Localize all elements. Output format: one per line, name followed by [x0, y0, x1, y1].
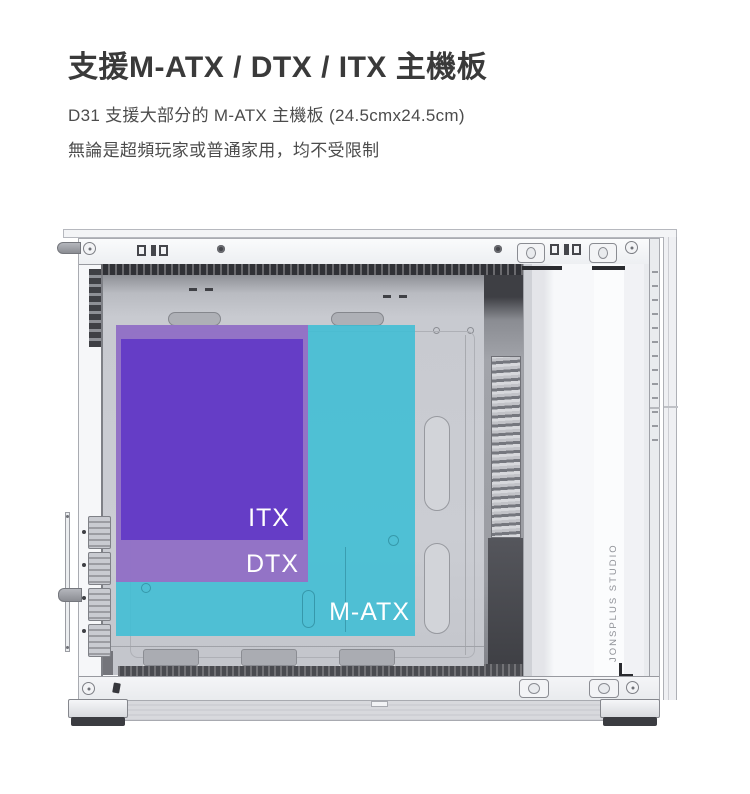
- foot-top: [68, 699, 128, 718]
- pci-slot-cover: [88, 624, 111, 657]
- case-foot: [600, 699, 660, 726]
- tray-slot-mark: [205, 288, 213, 291]
- mounting-tab-icon: [589, 679, 619, 698]
- thumbscrew-icon: [57, 242, 81, 254]
- hinge-column: [649, 239, 660, 699]
- corner-bracket-mark: [619, 663, 633, 677]
- screw-icon: [217, 245, 225, 253]
- brand-text: JONSPLUS STUDIO: [608, 543, 619, 662]
- foot-top: [600, 699, 660, 718]
- cable-cutout: [424, 543, 450, 634]
- screw-icon: [82, 530, 86, 534]
- tray-fold-line: [465, 335, 466, 655]
- tray-slot-mark: [189, 288, 197, 291]
- screw-hole-icon: [83, 242, 96, 255]
- thumbscrew-icon: [58, 588, 82, 602]
- psu-shroud-line: [103, 646, 484, 647]
- subtitle-line-1: D31 支援大部分的 M-ATX 主機板 (24.5cmx24.5cm): [68, 106, 465, 125]
- case-bottom-frame-bar: [79, 676, 659, 700]
- tray-hole-detail: [388, 535, 399, 546]
- top-vent-strip: [101, 264, 647, 275]
- case-top-frame-bar: [79, 239, 659, 265]
- rubber-stopper: [112, 682, 121, 694]
- bottom-vent-strip: [118, 666, 484, 677]
- vent-cutout-icon: [550, 244, 581, 255]
- standoff-hole-icon: [433, 327, 440, 334]
- shadow-segment: [522, 266, 562, 270]
- louver-vent: [491, 356, 521, 538]
- pci-slot-area: [82, 516, 112, 664]
- itx-size-overlay: ITX: [121, 339, 303, 540]
- panel-seam-line: [650, 407, 660, 409]
- case-foot: [68, 699, 128, 726]
- psu-shroud-slot: [143, 649, 199, 666]
- foot-pad: [603, 717, 657, 726]
- shadow-segment: [592, 266, 625, 270]
- side-vent-grill: [89, 269, 101, 347]
- screw-icon: [82, 629, 86, 633]
- gap-shadow: [488, 538, 523, 664]
- foot-pad: [71, 717, 125, 726]
- subtitle-line-2: 無論是超頻玩家或普通家用，均不受限制: [68, 141, 380, 160]
- hinge-pins: [652, 271, 658, 441]
- front-panel-column: JONSPLUS STUDIO: [522, 264, 651, 679]
- screw-icon: [82, 563, 86, 567]
- screw-hole-icon: [626, 681, 639, 694]
- dtx-label: DTX: [246, 550, 299, 578]
- page-title: 支援M-ATX / DTX / ITX 主機板: [68, 51, 488, 84]
- pci-slot-cover: [88, 588, 111, 621]
- bracket-rail: [65, 512, 70, 652]
- tray-slot-mark: [383, 295, 391, 298]
- case-top-lid: [63, 229, 677, 238]
- mounting-tab-icon: [517, 243, 545, 263]
- front-gap-column: [484, 275, 523, 679]
- tray-cutout-detail: [302, 590, 315, 628]
- case-right-outer-edge: [663, 237, 678, 700]
- screw-hole-icon: [625, 241, 638, 254]
- pc-case-illustration: JONSPLUS STUDIO: [57, 225, 693, 730]
- panel-seam-line: [668, 237, 669, 700]
- screw-icon: [82, 596, 86, 600]
- corner-shadow: [103, 651, 113, 675]
- psu-shroud-slot: [241, 649, 297, 666]
- cable-grommet: [168, 312, 221, 326]
- vent-cutout-icon: [137, 245, 168, 256]
- itx-label: ITX: [248, 504, 290, 532]
- base-notch: [371, 701, 388, 707]
- screw-icon: [494, 245, 502, 253]
- panel-seam-line: [664, 406, 678, 408]
- screw-hole-icon: [82, 682, 95, 695]
- tray-hole-detail: [141, 583, 151, 593]
- cable-cutout: [424, 416, 450, 511]
- pci-slot-cover: [88, 552, 111, 585]
- bottom-vent-strip: [484, 664, 523, 679]
- pci-slot-cover: [88, 516, 111, 549]
- matx-label: M-ATX: [329, 598, 410, 626]
- tray-slot-mark: [399, 295, 407, 298]
- mounting-tab-icon: [519, 679, 549, 698]
- tray-line-detail: [345, 547, 346, 632]
- cable-grommet: [331, 312, 384, 326]
- mounting-tab-icon: [589, 243, 617, 263]
- case-base-plinth: [115, 700, 642, 721]
- psu-shroud-slot: [339, 649, 395, 666]
